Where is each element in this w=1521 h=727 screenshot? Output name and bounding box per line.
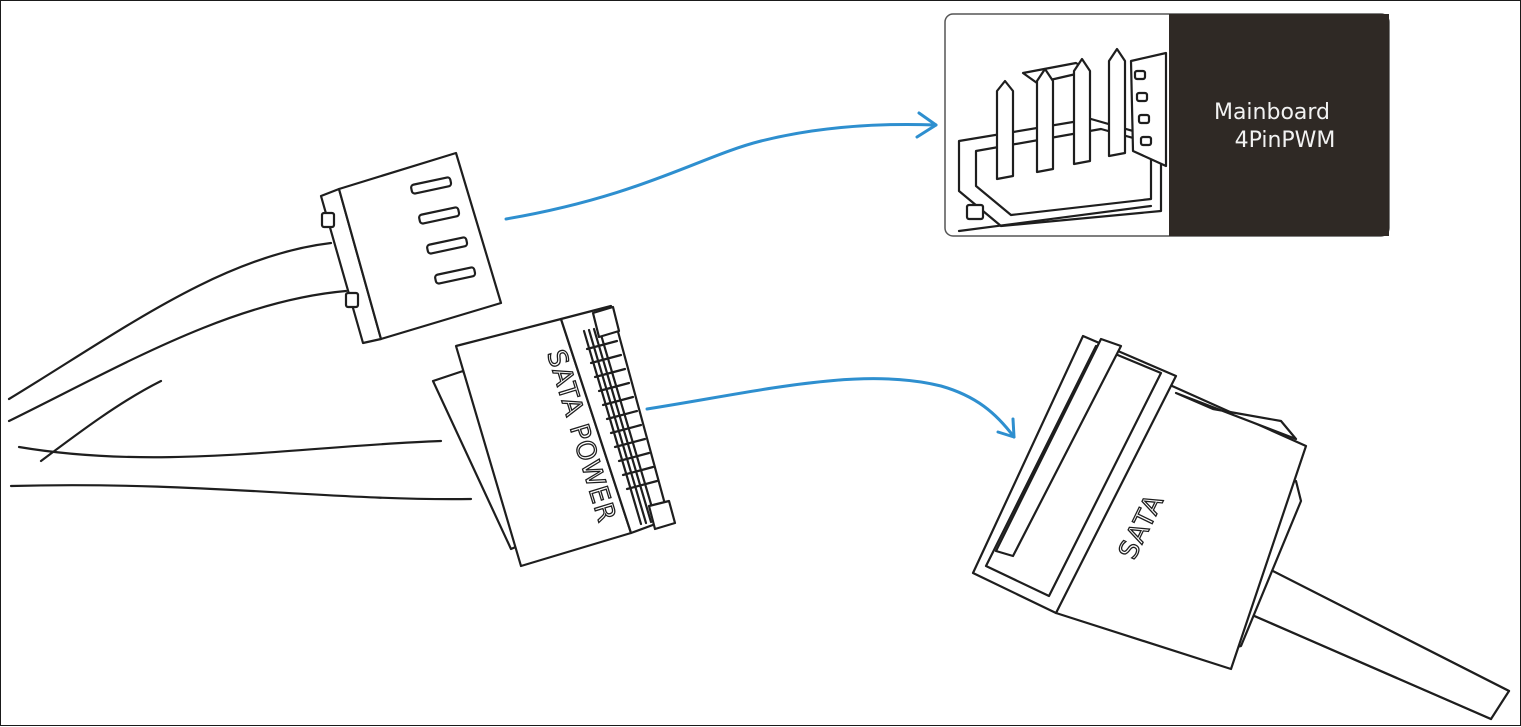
mainboard-header-icon — [957, 47, 1168, 233]
arrow-fan-to-mainboard — [504, 111, 938, 221]
sata-power-connector-icon: SATA POWER — [431, 304, 677, 568]
pwm-label: 4PinPWM — [1235, 128, 1336, 153]
sata-connector-icon: SATA — [971, 334, 1511, 721]
mainboard-header-panel: Mainboard 4PinPWM — [944, 13, 1390, 237]
fan-4pin-connector-icon — [319, 151, 503, 345]
arrow-sata-power-to-sata — [645, 377, 1016, 439]
cables — [7, 241, 473, 501]
mainboard-label: Mainboard — [1214, 100, 1330, 125]
